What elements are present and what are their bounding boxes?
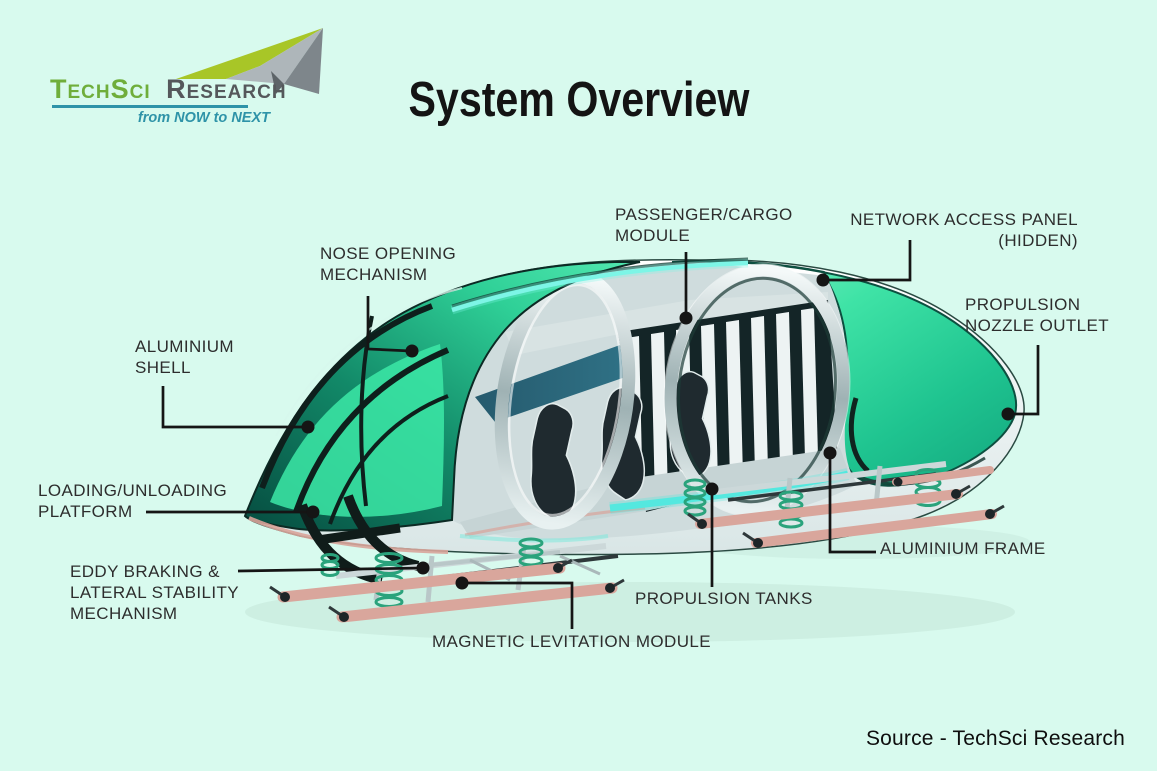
- logo-wordmark: TechSci Research: [50, 74, 287, 104]
- techsci-logo-art: TechSci Research from NOW to NEXT: [50, 28, 323, 126]
- callout-passenger-cargo-module: [679, 252, 693, 325]
- callout-nose-opening-mechanism: [366, 296, 419, 358]
- skids-front: [269, 558, 625, 623]
- callout-eddy-braking: [237, 561, 430, 575]
- callout-magnetic-levitation-module: [455, 576, 574, 629]
- callout-aluminium-shell: [161, 386, 315, 434]
- label-aluminium-shell: ALUMINIUM SHELL: [135, 337, 234, 377]
- logo-brand: TechSci: [50, 74, 151, 104]
- logo-underline: [52, 105, 248, 108]
- callout-propulsion-nozzle-outlet: [1001, 345, 1040, 421]
- source-credit: Source - TechSci Research: [865, 727, 1125, 750]
- callout-propulsion-tanks: [705, 482, 719, 587]
- label-loading-unloading-platform: LOADING/UNLOADING PLATFORM: [38, 481, 228, 521]
- logo-brand2: Research: [166, 74, 286, 104]
- techsci-logo: TechSci Research from NOW to NEXT: [30, 22, 350, 126]
- nose-canopy: [243, 261, 641, 585]
- callout-network-access-panel: [816, 240, 912, 287]
- label-aluminium-frame: ALUMINIUM FRAME: [880, 539, 1046, 558]
- undercarriage-front: [269, 537, 625, 623]
- label-propulsion-tanks: PROPULSION TANKS: [635, 589, 813, 608]
- paper-plane-icon: [176, 28, 323, 94]
- callout-aluminium-frame: [823, 446, 876, 554]
- label-passenger-cargo-module: PASSENGER/CARGO MODULE: [615, 205, 793, 245]
- label-nose-opening-mechanism: NOSE OPENING MECHANISM: [320, 244, 457, 284]
- callout-loading-unloading-platform: [146, 505, 320, 519]
- callout-lines: [146, 240, 1040, 629]
- label-eddy-braking-mechanism: EDDY BRAKING & LATERAL STABILITY MECHANI…: [70, 562, 239, 623]
- label-propulsion-nozzle-outlet: PROPULSION NOZZLE OUTLET: [965, 295, 1110, 335]
- label-magnetic-levitation-module: MAGNETIC LEVITATION MODULE: [432, 632, 711, 651]
- label-network-access-panel: NETWORK ACCESS PANEL (HIDDEN): [850, 210, 1078, 250]
- logo-tagline: from NOW to NEXT: [138, 110, 271, 126]
- cutaway-interior: [451, 262, 858, 540]
